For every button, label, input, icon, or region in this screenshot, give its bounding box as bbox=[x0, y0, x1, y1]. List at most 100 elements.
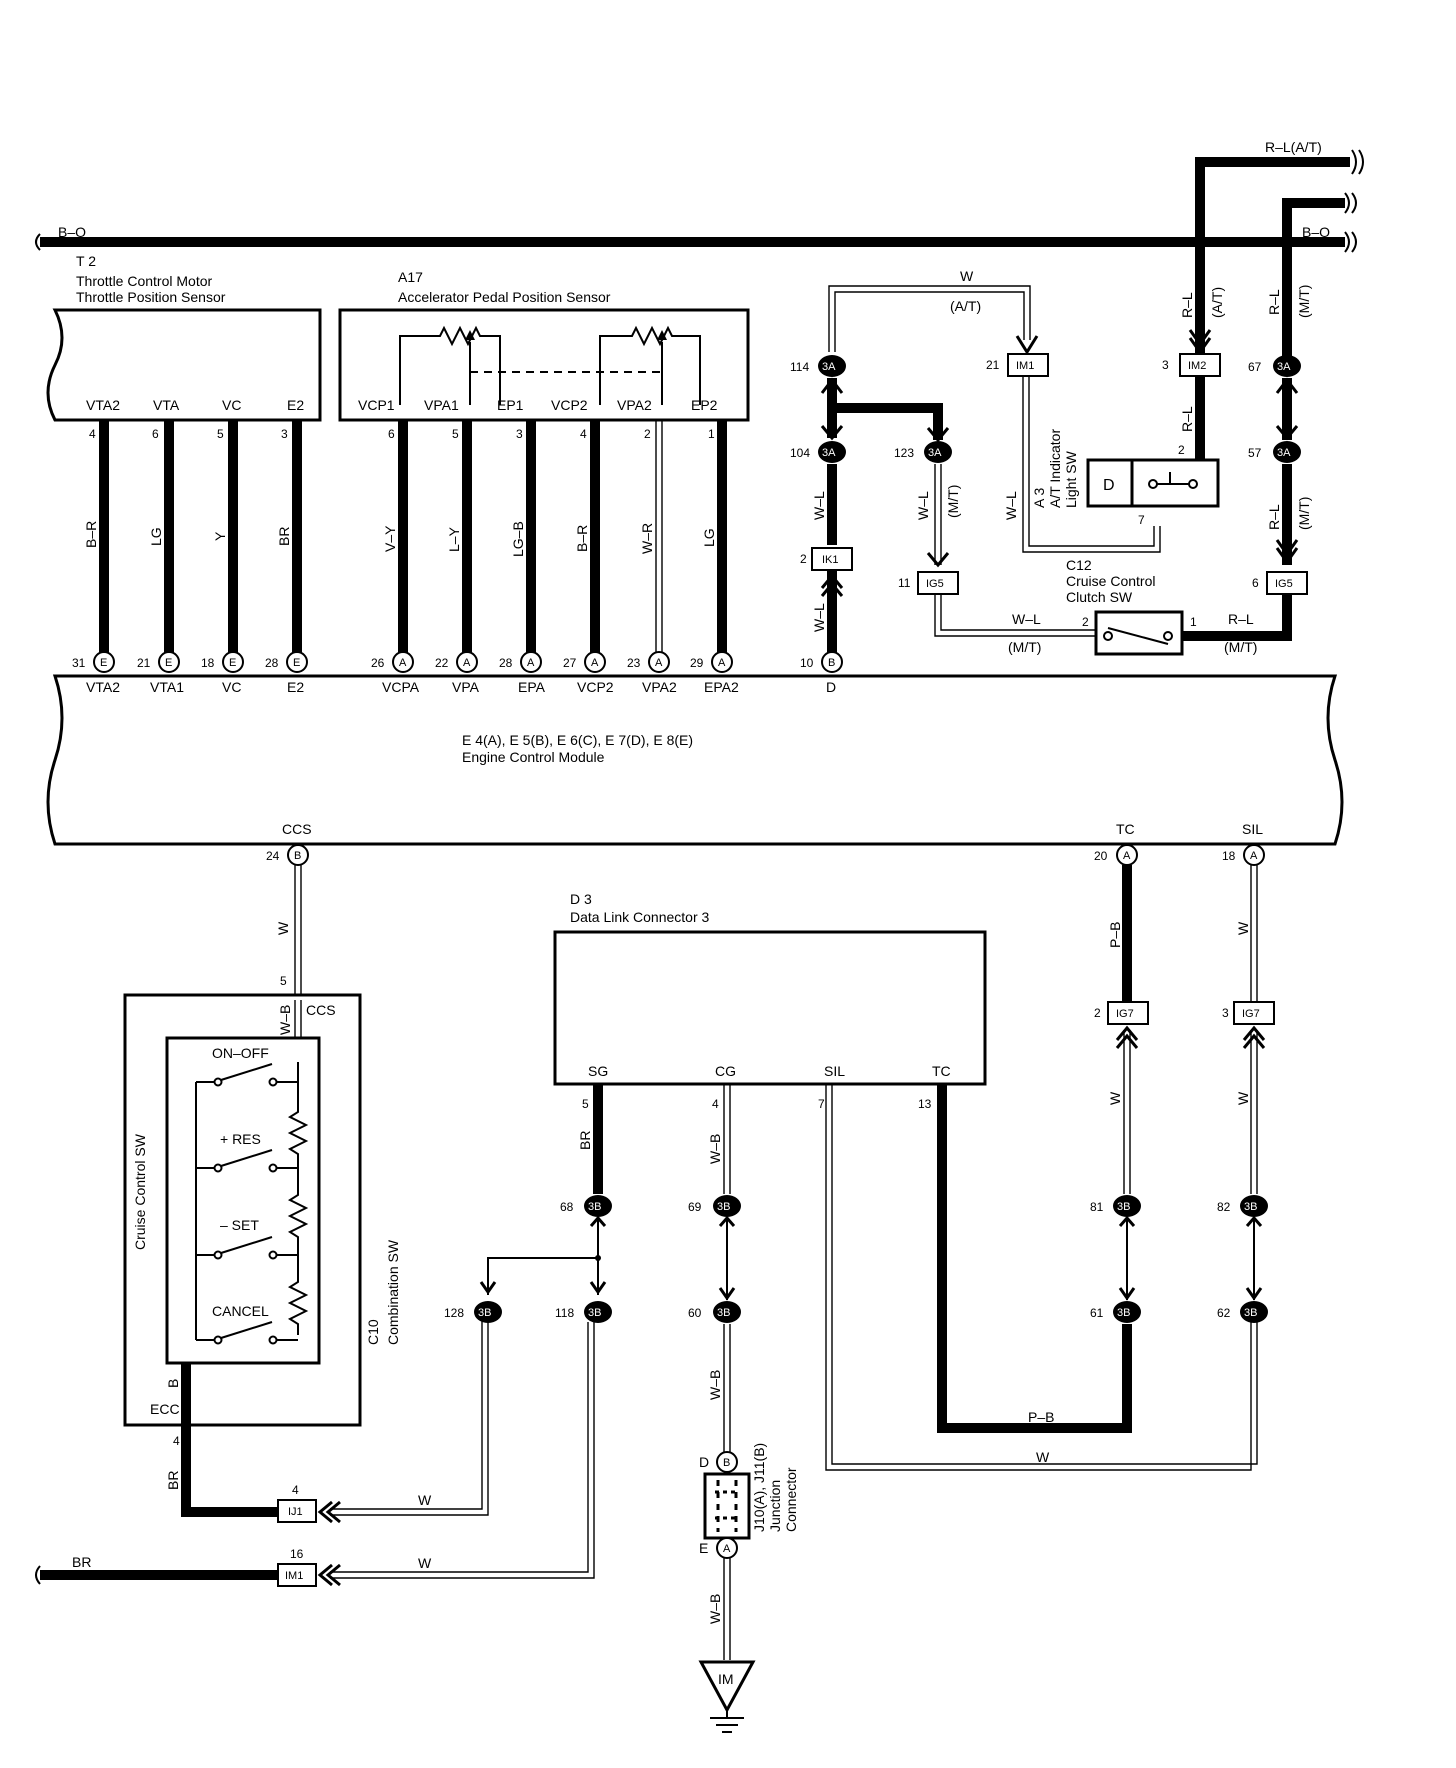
ecm-pin-num: 22 bbox=[435, 656, 449, 670]
ecm: E 4(A), E 5(B), E 6(C), E 7(D), E 8(E) E… bbox=[46, 651, 1344, 866]
c3b-81-num: 81 bbox=[1090, 1200, 1104, 1214]
t2-pin-vta: VTA bbox=[153, 397, 180, 413]
im1-21-code: IM1 bbox=[1016, 360, 1034, 372]
a17-id: A17 bbox=[398, 269, 423, 285]
t2-wire4: BR bbox=[276, 527, 292, 546]
power-wires: B–O B–O R–L(A/T) bbox=[35, 139, 1364, 378]
ecm-tc-label: TC bbox=[1116, 821, 1135, 837]
ecm-pin-label: VPA bbox=[452, 679, 480, 695]
ik1-num: 2 bbox=[800, 552, 807, 566]
c3b-69-code: 3B bbox=[717, 1201, 730, 1213]
ecm-pin-num: 28 bbox=[265, 656, 279, 670]
ecm-pin-label: VCPA bbox=[382, 679, 420, 695]
d3-pin-sg: SG bbox=[588, 1063, 608, 1079]
ecm-pin-num: 31 bbox=[72, 656, 86, 670]
ecm-sil-conn: A bbox=[1250, 850, 1258, 862]
c3b-82-num: 82 bbox=[1217, 1200, 1231, 1214]
w-l-4-label: W–L bbox=[1003, 491, 1019, 520]
a17-wire3: LG–B bbox=[510, 521, 526, 557]
ecm-pin-num: 29 bbox=[690, 656, 704, 670]
jc-d: D bbox=[699, 1454, 709, 1470]
t2-wire2: LG bbox=[148, 527, 164, 546]
d3-num-7: 7 bbox=[818, 1097, 825, 1111]
t2-wire3: Y bbox=[212, 531, 228, 541]
c3a-123-code: 3A bbox=[928, 447, 942, 459]
ecm-name1: E 4(A), E 5(B), E 6(C), E 7(D), E 8(E) bbox=[462, 732, 693, 748]
t2-num-3: 3 bbox=[281, 427, 288, 441]
c3b-68-code: 3B bbox=[588, 1201, 601, 1213]
mt-rl5-label: (M/T) bbox=[1224, 639, 1257, 655]
c10-ccs-label: CCS bbox=[306, 1002, 336, 1018]
c3a-57-num: 57 bbox=[1248, 446, 1262, 460]
c10-ecc-label: ECC bbox=[150, 1401, 180, 1417]
ecm-name2: Engine Control Module bbox=[462, 749, 605, 765]
t2-pin-vta2: VTA2 bbox=[86, 397, 120, 413]
a3-name2: Light SW bbox=[1063, 450, 1079, 508]
d3-name: Data Link Connector 3 bbox=[570, 909, 710, 925]
a17-pin-ep2: EP2 bbox=[691, 397, 718, 413]
ecm-pin-conn: A bbox=[527, 657, 535, 669]
ecm-pin-conn: E bbox=[229, 657, 236, 669]
a17-name: Accelerator Pedal Position Sensor bbox=[398, 289, 611, 305]
a17-wire6: LG bbox=[701, 528, 717, 547]
t2-name2: Throttle Position Sensor bbox=[76, 289, 226, 305]
ecm-pin-conn: B bbox=[828, 657, 835, 669]
t2-wire1: B–R bbox=[83, 521, 99, 548]
c3b-82-code: 3B bbox=[1244, 1201, 1257, 1213]
w-b-gnd-label: W–B bbox=[707, 1594, 723, 1624]
c12-id: C12 bbox=[1066, 557, 1092, 573]
a3-id: A 3 bbox=[1031, 488, 1047, 508]
p-b-tc-label: P–B bbox=[1107, 922, 1123, 948]
a17-pin-vpa1: VPA1 bbox=[424, 397, 459, 413]
d3-num-4: 4 bbox=[712, 1097, 719, 1111]
ij1-code: IJ1 bbox=[288, 1506, 303, 1518]
d3-num-5: 5 bbox=[582, 1097, 589, 1111]
c3b-62-code: 3B bbox=[1244, 1307, 1257, 1319]
t2-id: T 2 bbox=[76, 253, 96, 269]
b-o-left-label: B–O bbox=[58, 224, 86, 240]
a17-pin-vpa2: VPA2 bbox=[617, 397, 652, 413]
top-right-circuits: W (A/T) 3A 114 3A 104 W–L 3A 123 W–L (M/… bbox=[790, 268, 1312, 658]
jc-e: E bbox=[699, 1540, 708, 1556]
at-top-label: (A/T) bbox=[950, 298, 981, 314]
c3b-118-num: 118 bbox=[555, 1306, 574, 1320]
a17-num-2: 2 bbox=[644, 427, 651, 441]
ecm-pin-label: VC bbox=[222, 679, 241, 695]
d3-num-13: 13 bbox=[918, 1097, 932, 1111]
a17-pedal-sensor: A17 Accelerator Pedal Position Sensor VC… bbox=[338, 269, 750, 662]
t2-num-6: 6 bbox=[152, 427, 159, 441]
a17-pin-ep1: EP1 bbox=[497, 397, 524, 413]
c3a-67-num: 67 bbox=[1248, 360, 1262, 374]
a17-wire4: B–R bbox=[574, 525, 590, 552]
ecm-pin-conn: A bbox=[591, 657, 599, 669]
ecm-pin-num: 28 bbox=[499, 656, 513, 670]
d3-data-link-connector: D 3 Data Link Connector 3 SG CG SIL TC 5… bbox=[444, 891, 1258, 1733]
r-l-at-top-label: R–L(A/T) bbox=[1265, 139, 1322, 155]
c3b-62-num: 62 bbox=[1217, 1306, 1231, 1320]
im1-16-code: IM1 bbox=[285, 1570, 303, 1582]
c3b-68-num: 68 bbox=[560, 1200, 574, 1214]
ik1-code: IK1 bbox=[822, 554, 839, 566]
w-l-1-label: W–L bbox=[811, 491, 827, 520]
ecm-pin-num: 23 bbox=[627, 656, 641, 670]
b-o-right-label: B–O bbox=[1302, 224, 1330, 240]
ecm-ccs-num: 24 bbox=[266, 849, 280, 863]
jc-name2: Junction bbox=[767, 1480, 783, 1532]
ecm-pin-label: VPA2 bbox=[642, 679, 677, 695]
ecm-pin-conn: A bbox=[399, 657, 407, 669]
a3-d: D bbox=[1103, 477, 1115, 494]
switch-res: + RES bbox=[220, 1131, 261, 1147]
c3b-69-num: 69 bbox=[688, 1200, 702, 1214]
w-b-60-label: W–B bbox=[707, 1370, 723, 1400]
im2-code: IM2 bbox=[1188, 360, 1206, 372]
jc-name1: J10(A), J11(B) bbox=[751, 1443, 767, 1532]
c3a-57-code: 3A bbox=[1277, 447, 1291, 459]
c3b-118-code: 3B bbox=[588, 1307, 601, 1319]
d3-pin-cg: CG bbox=[715, 1063, 736, 1079]
a3-pin7: 7 bbox=[1138, 513, 1145, 527]
t2-throttle-sensor: T 2 Throttle Control Motor Throttle Posi… bbox=[46, 253, 322, 662]
ecm-pin-label: D bbox=[826, 679, 836, 695]
ecm-pin-label: VTA2 bbox=[86, 679, 120, 695]
t2-num-4: 4 bbox=[89, 427, 96, 441]
im1-21-num: 21 bbox=[986, 358, 1000, 372]
